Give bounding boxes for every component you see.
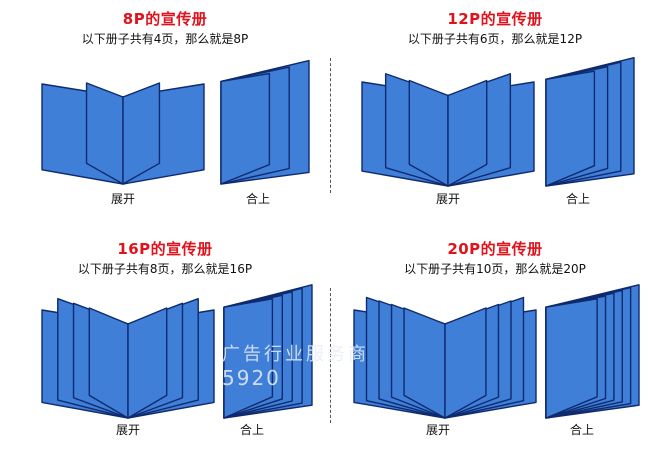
open-caption: 展开: [425, 423, 450, 437]
panel-title: 12P的宣传册: [447, 10, 543, 28]
page-right: [127, 307, 168, 419]
closed-caption: 合上: [565, 192, 590, 206]
panel-title: 8P的宣传册: [122, 10, 208, 28]
panel-12p: 12P的宣传册 以下册子共有6页，那么就是12P 展开 合上: [330, 0, 660, 220]
open-book-diagram: [41, 297, 215, 419]
closed-page: [545, 298, 598, 419]
panel-subtitle: 以下册子共有8页，那么就是16P: [77, 262, 253, 276]
panel-20p: 20P的宣传册 以下册子共有10页，那么就是20P 展开 合上: [330, 230, 660, 450]
open-book-diagram: [41, 82, 205, 185]
panel-title: 20P的宣传册: [447, 240, 543, 258]
page-right: [447, 79, 488, 187]
closed-caption: 合上: [569, 423, 594, 437]
open-caption: 展开: [435, 192, 460, 206]
panel-subtitle: 以下册子共有10页，那么就是20P: [404, 262, 586, 276]
panel-title: 16P的宣传册: [117, 240, 213, 258]
panel-8p: 8P的宣传册 以下册子共有4页，那么就是8P 展开 合上: [0, 0, 330, 220]
divider-top: [330, 58, 331, 193]
open-caption: 展开: [110, 192, 135, 206]
closed-page: [545, 70, 596, 187]
open-book-diagram: [361, 73, 535, 187]
open-caption: 展开: [115, 423, 140, 437]
closed-book-diagram: [223, 284, 313, 419]
closed-page: [220, 72, 271, 185]
closed-page: [223, 298, 274, 419]
open-book-diagram: [353, 296, 537, 419]
page-right: [122, 82, 161, 185]
panel-subtitle: 以下册子共有4页，那么就是8P: [81, 32, 249, 46]
panel-subtitle: 以下册子共有6页，那么就是12P: [407, 32, 583, 46]
divider-bottom: [330, 288, 331, 423]
closed-caption: 合上: [245, 192, 270, 206]
closed-book-diagram: [545, 57, 635, 187]
closed-caption: 合上: [239, 423, 264, 437]
page-right: [444, 307, 487, 419]
closed-book-diagram: [545, 284, 640, 419]
panel-16p: 16P的宣传册 以下册子共有8页，那么就是16P 展开 合上: [0, 230, 330, 450]
closed-book-diagram: [220, 59, 310, 185]
